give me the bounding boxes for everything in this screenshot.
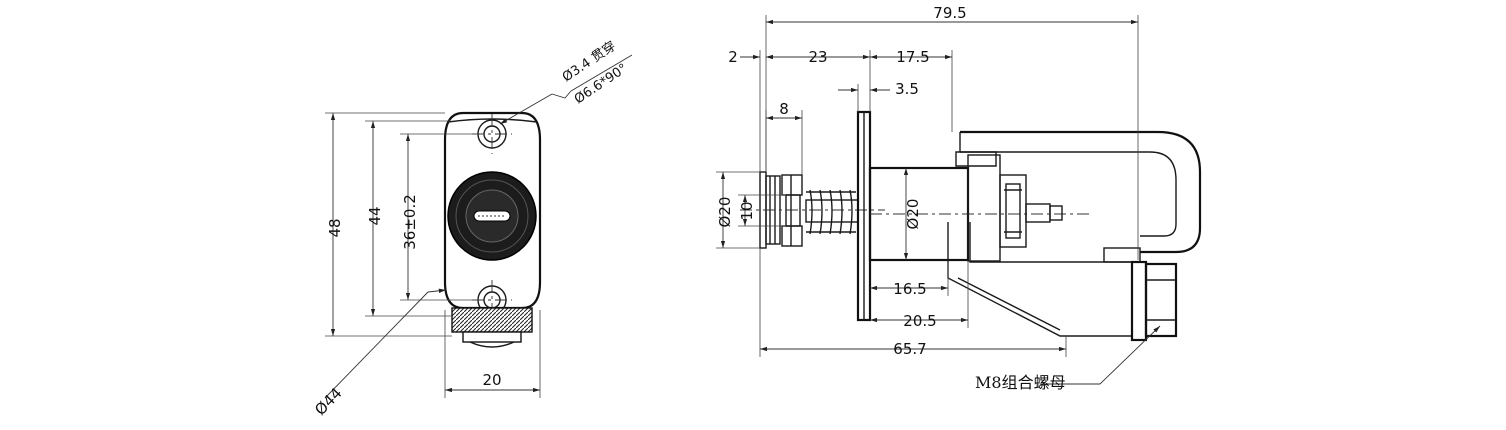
- dim-36-label: 36±0.2: [401, 194, 419, 250]
- dim-65-7: [759, 248, 1067, 357]
- dim-16-5: [870, 262, 949, 296]
- dim-17-5-label: 17.5: [896, 48, 929, 66]
- dim-17-5: [870, 50, 953, 132]
- dim-3-5-label: 3.5: [895, 80, 919, 98]
- side-angled-arm: [947, 222, 1141, 337]
- hole-callout-leader: [499, 54, 633, 125]
- dim-body-dia-label: Ø20: [904, 199, 922, 230]
- dim-2-label: 2: [728, 48, 738, 66]
- side-body: [868, 166, 1090, 262]
- dim-79-5-label: 79.5: [933, 4, 966, 22]
- side-bracket: [955, 130, 1202, 254]
- dim-16-5-label: 16.5: [893, 280, 926, 298]
- dim-dia44-label: Ø44: [311, 384, 345, 419]
- side-cam-fins: [781, 174, 803, 247]
- side-view: 79.5 2 23 17.5 3.5 8: [716, 4, 1202, 392]
- dim-65-7-label: 65.7: [893, 340, 926, 358]
- dim-20-front: [444, 310, 541, 398]
- dim-3-5: [838, 84, 890, 112]
- dim-23: [766, 50, 871, 112]
- dim-10: [738, 194, 786, 227]
- dim-dia44-leader: [324, 288, 447, 399]
- m8-nut-leader: [1040, 325, 1161, 385]
- side-m8-nut: [1130, 260, 1178, 342]
- dim-36: [400, 133, 478, 301]
- side-flange: [856, 110, 872, 322]
- side-lock-head: [740, 171, 885, 249]
- dim-44: [365, 120, 452, 317]
- front-lock-cylinder: [447, 171, 537, 261]
- m8-nut-label: M8组合螺母: [975, 373, 1066, 392]
- side-cam-mechanism: [967, 154, 1063, 262]
- dim-head-dia: [716, 171, 760, 249]
- dim-20-5: [870, 262, 969, 328]
- front-view: 48 44 36±0.2 20 Ø44: [311, 38, 633, 419]
- dim-8: [765, 110, 803, 175]
- dim-10-label: 10: [738, 201, 756, 220]
- dim-20-front-label: 20: [482, 371, 501, 389]
- side-spring: [805, 189, 859, 235]
- dim-8-label: 8: [779, 100, 789, 118]
- dim-48: [325, 112, 452, 337]
- dim-44-label: 44: [366, 206, 384, 225]
- front-knurled-nut: [451, 307, 533, 348]
- dim-23-label: 23: [808, 48, 827, 66]
- dim-20-5-label: 20.5: [903, 312, 936, 330]
- dim-head-dia-label: Ø20: [716, 197, 734, 228]
- dim-48-label: 48: [326, 218, 344, 237]
